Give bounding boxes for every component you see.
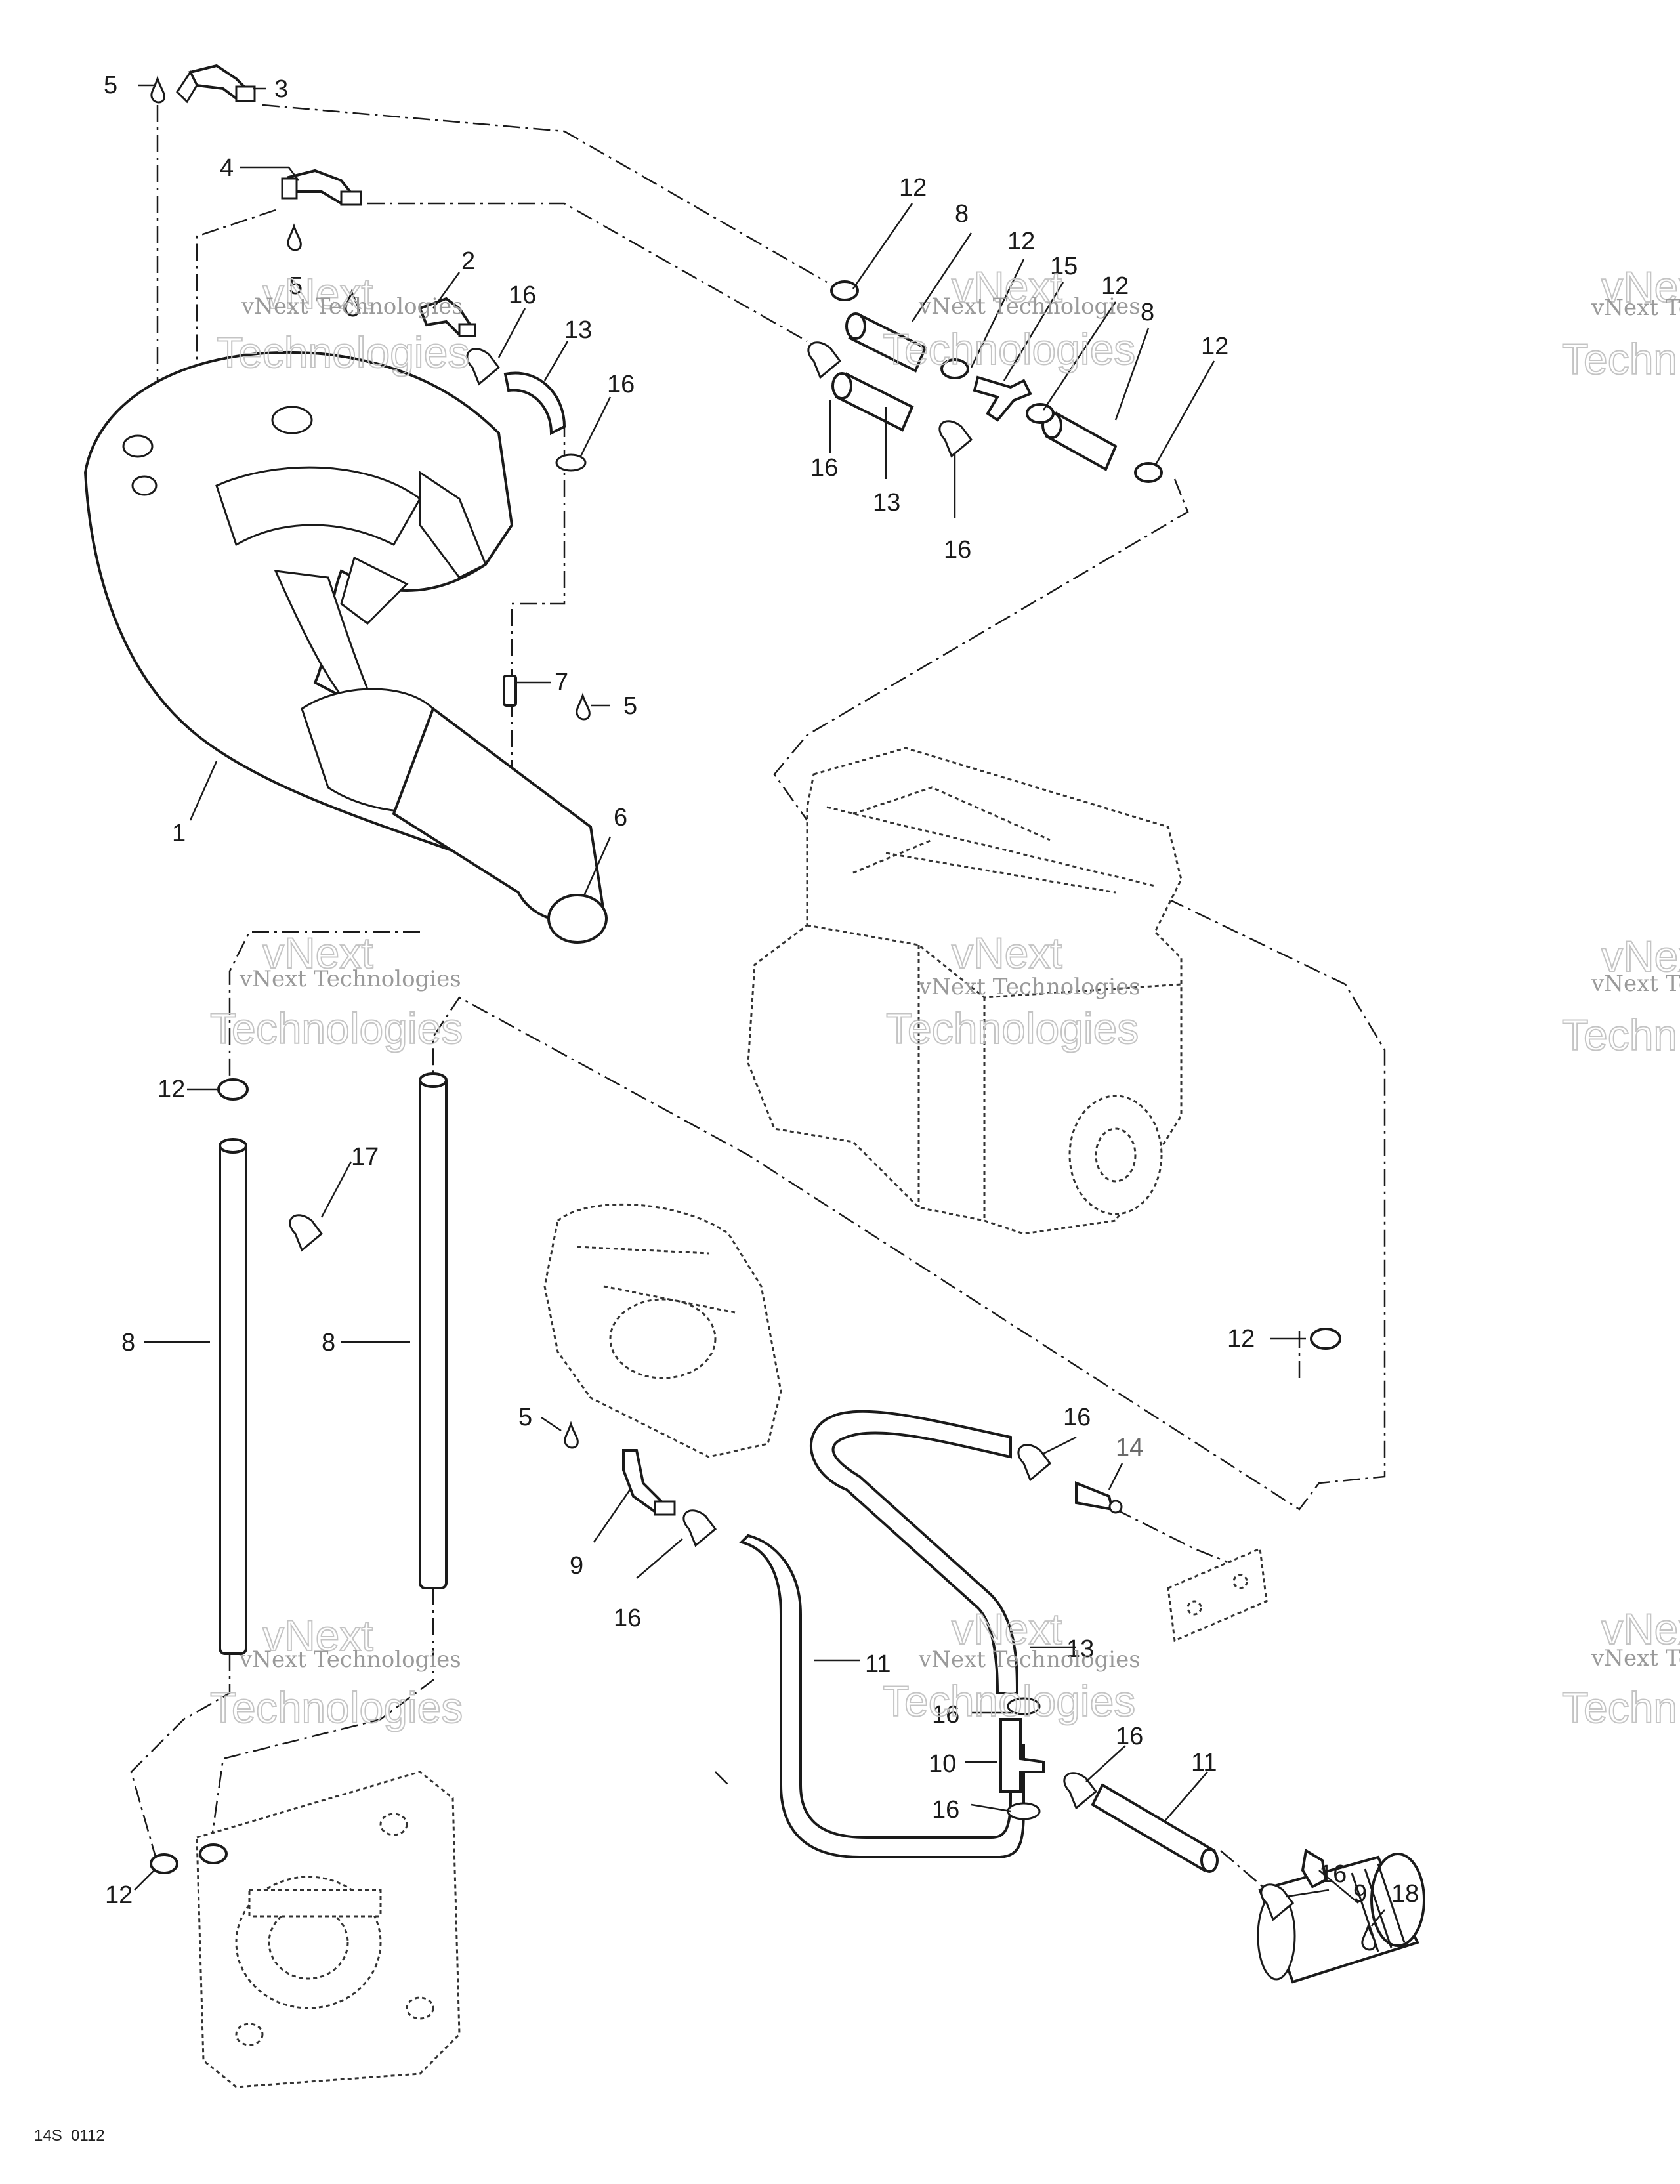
watermark-company: vNext Technologies bbox=[239, 1647, 461, 1673]
callout-16: 16 bbox=[944, 536, 971, 564]
watermark-company: vNext Technologies bbox=[918, 1647, 1141, 1673]
watermark-vnext: vNext bbox=[1601, 262, 1680, 311]
callout-13: 13 bbox=[1066, 1635, 1094, 1663]
callout-6: 6 bbox=[614, 804, 627, 831]
watermark-technologies: Technologies bbox=[886, 1004, 1139, 1053]
callout-5: 5 bbox=[289, 272, 303, 300]
callout-3: 3 bbox=[274, 75, 288, 103]
callout-13: 13 bbox=[873, 489, 900, 516]
callout-12: 12 bbox=[105, 1881, 133, 1909]
callout-16: 16 bbox=[810, 454, 838, 482]
callout-5: 5 bbox=[518, 1404, 532, 1431]
watermark-technologies: Technologies bbox=[883, 325, 1135, 373]
drawing-reference: 14S 0112 bbox=[34, 2127, 105, 2145]
watermark-vnext: vNext bbox=[262, 269, 373, 318]
callout-15: 15 bbox=[1050, 253, 1078, 280]
watermark-vnext: vNext bbox=[952, 929, 1062, 977]
callout-12: 12 bbox=[899, 174, 927, 201]
callout-1: 1 bbox=[172, 820, 186, 847]
callout-16: 16 bbox=[614, 1605, 641, 1632]
callout-12: 12 bbox=[1201, 333, 1228, 360]
callout-16: 16 bbox=[607, 371, 635, 398]
watermark-company: vNext Technologies bbox=[241, 293, 463, 320]
callout-16: 16 bbox=[509, 282, 536, 309]
callout-12: 12 bbox=[158, 1076, 185, 1103]
watermark-vnext: vNext bbox=[1601, 1605, 1680, 1653]
callout-8: 8 bbox=[322, 1329, 335, 1356]
watermark-edge-technologies: Techn bbox=[1562, 1011, 1677, 1059]
watermark-company: vNext Technologies bbox=[918, 974, 1141, 1000]
jet-pump-housing-ghost bbox=[543, 1203, 782, 1458]
watermark-edge-company: vNext Te bbox=[1591, 295, 1680, 321]
callout-11: 11 bbox=[1191, 1749, 1217, 1776]
watermarks: vNext vNext Technologies Technologies vN… bbox=[209, 262, 1680, 1732]
callout-16: 16 bbox=[932, 1796, 959, 1824]
drawing-number: 0112 bbox=[71, 2127, 105, 2145]
ride-plate-ghost bbox=[196, 1771, 461, 2088]
watermark-vnext: vNext bbox=[952, 1605, 1062, 1653]
callout-8: 8 bbox=[1141, 299, 1154, 326]
callout-8: 8 bbox=[955, 200, 969, 228]
mounting-bracket bbox=[1167, 1547, 1268, 1643]
watermark-technologies: Technologies bbox=[210, 1683, 463, 1732]
callout-17: 17 bbox=[351, 1143, 379, 1171]
callout-9: 9 bbox=[1353, 1880, 1367, 1908]
watermark-technologies: Technologies bbox=[210, 1004, 463, 1053]
watermark-vnext: vNext bbox=[1601, 932, 1680, 980]
watermark-company: vNext Technologies bbox=[918, 293, 1141, 320]
callout-4: 4 bbox=[220, 154, 234, 182]
callout-16: 16 bbox=[1116, 1723, 1143, 1750]
callout-2: 2 bbox=[461, 247, 475, 275]
callout-16: 16 bbox=[932, 1701, 959, 1729]
callout-18: 18 bbox=[1391, 1880, 1419, 1908]
callout-7: 7 bbox=[555, 669, 568, 696]
callout-12: 12 bbox=[1007, 228, 1035, 255]
watermark-vnext: vNext bbox=[262, 929, 373, 977]
leader-lines bbox=[134, 84, 1385, 1927]
drawing-code: 14S bbox=[34, 2127, 62, 2145]
callout-12: 12 bbox=[1101, 272, 1129, 300]
watermark-vnext: vNext bbox=[262, 1611, 373, 1660]
callout-11: 11 bbox=[865, 1650, 891, 1678]
watermark-vnext: vNext bbox=[952, 262, 1062, 311]
watermark-edge-technologies: Techn bbox=[1562, 1683, 1677, 1732]
watermark-technologies: Technologies bbox=[217, 328, 469, 377]
hoses bbox=[219, 312, 1219, 1873]
callout-12: 12 bbox=[1227, 1325, 1255, 1353]
callout-9: 9 bbox=[570, 1552, 583, 1580]
callout-13: 13 bbox=[564, 316, 592, 344]
callout-14: 14 bbox=[1116, 1434, 1143, 1461]
exhaust-pipe-part-1 bbox=[83, 351, 608, 944]
watermark-edge-technologies: Techn bbox=[1562, 335, 1677, 383]
callout-labels: 5 3 4 5 2 16 13 16 12 8 12 15 12 8 12 16… bbox=[104, 72, 1419, 1909]
water-strainer bbox=[1257, 1853, 1425, 1984]
callout-8: 8 bbox=[121, 1329, 135, 1356]
hose-routing-lines bbox=[130, 104, 1386, 1891]
callout-10: 10 bbox=[929, 1750, 956, 1778]
callout-16: 16 bbox=[1063, 1404, 1091, 1431]
callout-16: 16 bbox=[1319, 1860, 1347, 1888]
watermark-edge-company: vNext Te bbox=[1591, 971, 1680, 997]
watermark-company: vNext Technologies bbox=[239, 966, 461, 992]
watermark-technologies: Technologies bbox=[883, 1677, 1135, 1725]
watermark-edge-company: vNext Te bbox=[1591, 1645, 1680, 1671]
callout-5: 5 bbox=[104, 72, 117, 99]
callout-5: 5 bbox=[623, 692, 637, 720]
engine-block-ghost bbox=[747, 747, 1183, 1235]
